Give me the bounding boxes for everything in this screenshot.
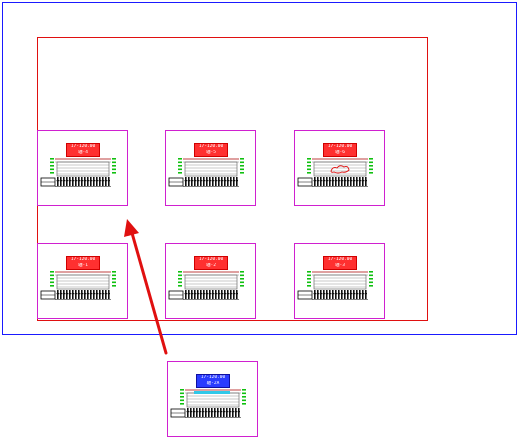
sheet-drawing xyxy=(168,271,244,300)
outer-layout-frame xyxy=(2,2,517,335)
sheet-title-axis: 轴-6 xyxy=(335,150,345,155)
sheet-title-elevation: 17-120.00 xyxy=(70,144,96,149)
sheet-drawing xyxy=(168,158,244,187)
sheet-title-elevation: 17-120.00 xyxy=(327,257,353,262)
sheet-title-axis: 轴-3 xyxy=(335,263,345,268)
sheet-drawing xyxy=(297,158,373,187)
sheet-title-elevation: 17-120.00 xyxy=(198,257,224,262)
sheet-drawing xyxy=(40,158,116,187)
sheet-title-elevation: 17-120.00 xyxy=(198,144,224,149)
sheet-drawing xyxy=(297,271,373,300)
sheet-title-axis: 轴-4 xyxy=(78,150,88,155)
sheet-title-axis: 轴-1 xyxy=(78,263,88,268)
sheet-title-elevation: 17-120.00 xyxy=(327,144,353,149)
sheet-drawing xyxy=(170,389,246,418)
sheet-drawing xyxy=(40,271,116,300)
sheet-title-axis: 轴-2A xyxy=(206,381,220,386)
sheet-title-axis: 轴-2 xyxy=(206,263,216,268)
sheet-title-elevation: 17-120.00 xyxy=(70,257,96,262)
sheet-title-axis: 轴-5 xyxy=(206,150,216,155)
sheet-title-elevation: 17-120.00 xyxy=(200,375,226,380)
